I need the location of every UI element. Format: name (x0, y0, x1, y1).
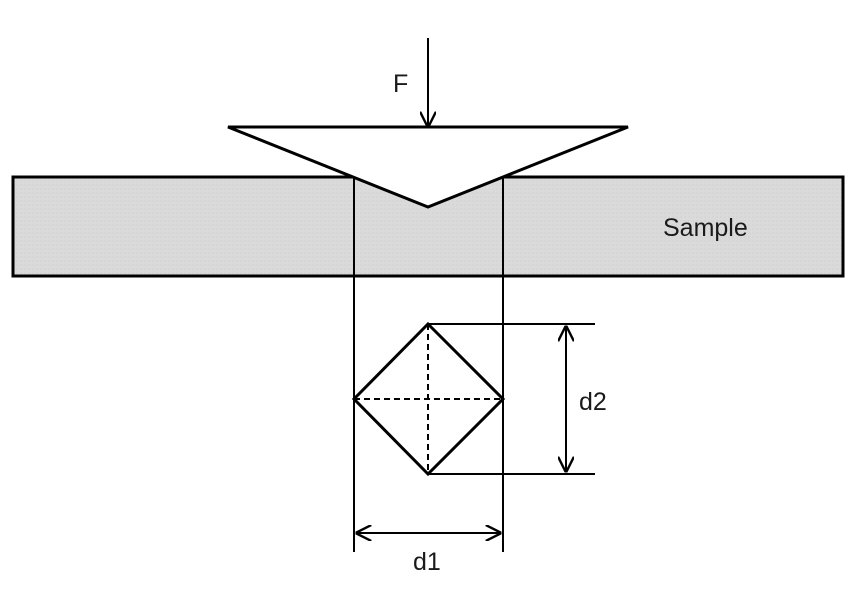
sample-label: Sample (663, 214, 748, 242)
d2-label: d2 (579, 388, 607, 416)
d1-label: d1 (413, 548, 441, 576)
force-label: F (393, 70, 408, 98)
